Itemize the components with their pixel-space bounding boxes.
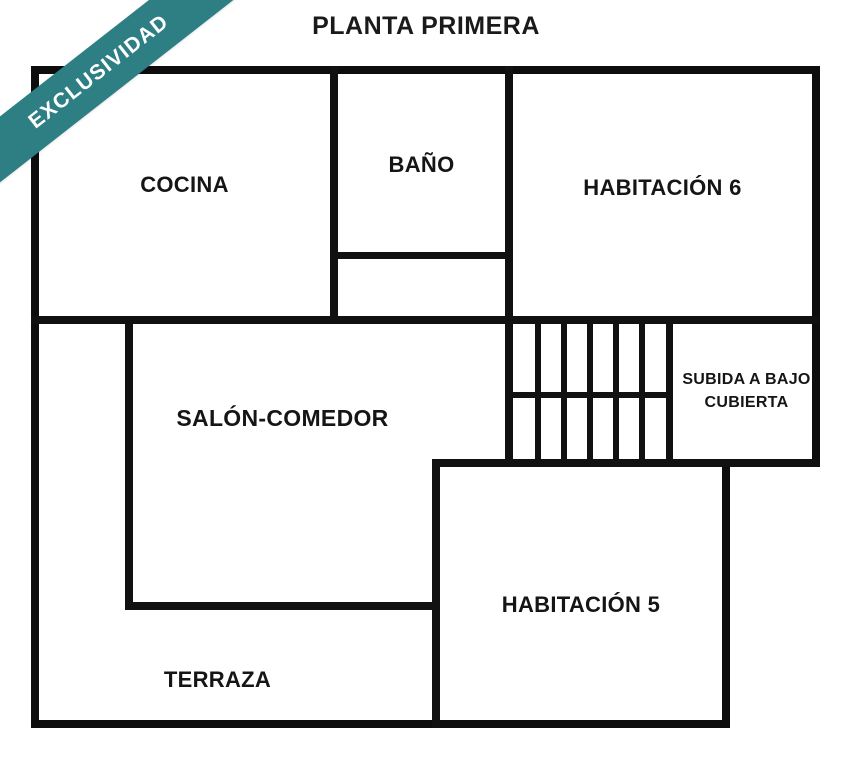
staircase xyxy=(513,324,666,459)
room-label-salon-comedor: SALÓN-COMEDOR xyxy=(176,404,389,431)
room-label-habitacion5: HABITACIÓN 5 xyxy=(501,592,661,617)
subida-line-1: SUBIDA A BAJO xyxy=(682,370,811,388)
wall-outer-left xyxy=(31,66,39,728)
wall-habitacion5-left xyxy=(432,459,440,728)
wall-outer-bottom xyxy=(31,720,730,728)
stair-tread-3 xyxy=(587,324,593,459)
stair-tread-4 xyxy=(613,324,619,459)
wall-cocina-bano xyxy=(330,66,338,324)
wall-stairs-bottom xyxy=(505,459,820,467)
room-label-cocina: COCINA xyxy=(140,172,229,197)
stair-landing-line xyxy=(513,392,666,398)
stair-tread-2 xyxy=(561,324,567,459)
room-label-subida-bajo-cubierta: SUBIDA A BAJO CUBIERTA xyxy=(673,356,820,426)
wall-outer-right-lower xyxy=(722,459,730,728)
room-label-bano: BAÑO xyxy=(388,152,455,177)
stair-tread-1 xyxy=(535,324,541,459)
wall-outer-right-upper xyxy=(812,66,820,466)
wall-bano-bottom xyxy=(330,252,513,259)
wall-bano-habitacion6 xyxy=(505,66,513,324)
stair-tread-5 xyxy=(639,324,645,459)
wall-outer-top xyxy=(31,66,820,74)
subida-line-2: CUBIERTA xyxy=(704,394,789,411)
room-label-habitacion6: HABITACIÓN 6 xyxy=(583,175,742,200)
page-title: PLANTA PRIMERA xyxy=(312,12,540,40)
wall-stairs-right xyxy=(666,316,673,467)
room-label-terraza: TERRAZA xyxy=(163,667,272,692)
wall-stairs-left xyxy=(505,316,513,467)
wall-habitacion6-bottom xyxy=(505,316,820,324)
wall-cocina-bottom xyxy=(31,316,512,324)
wall-salon-bottom xyxy=(125,602,440,610)
wall-salon-left xyxy=(125,316,133,610)
